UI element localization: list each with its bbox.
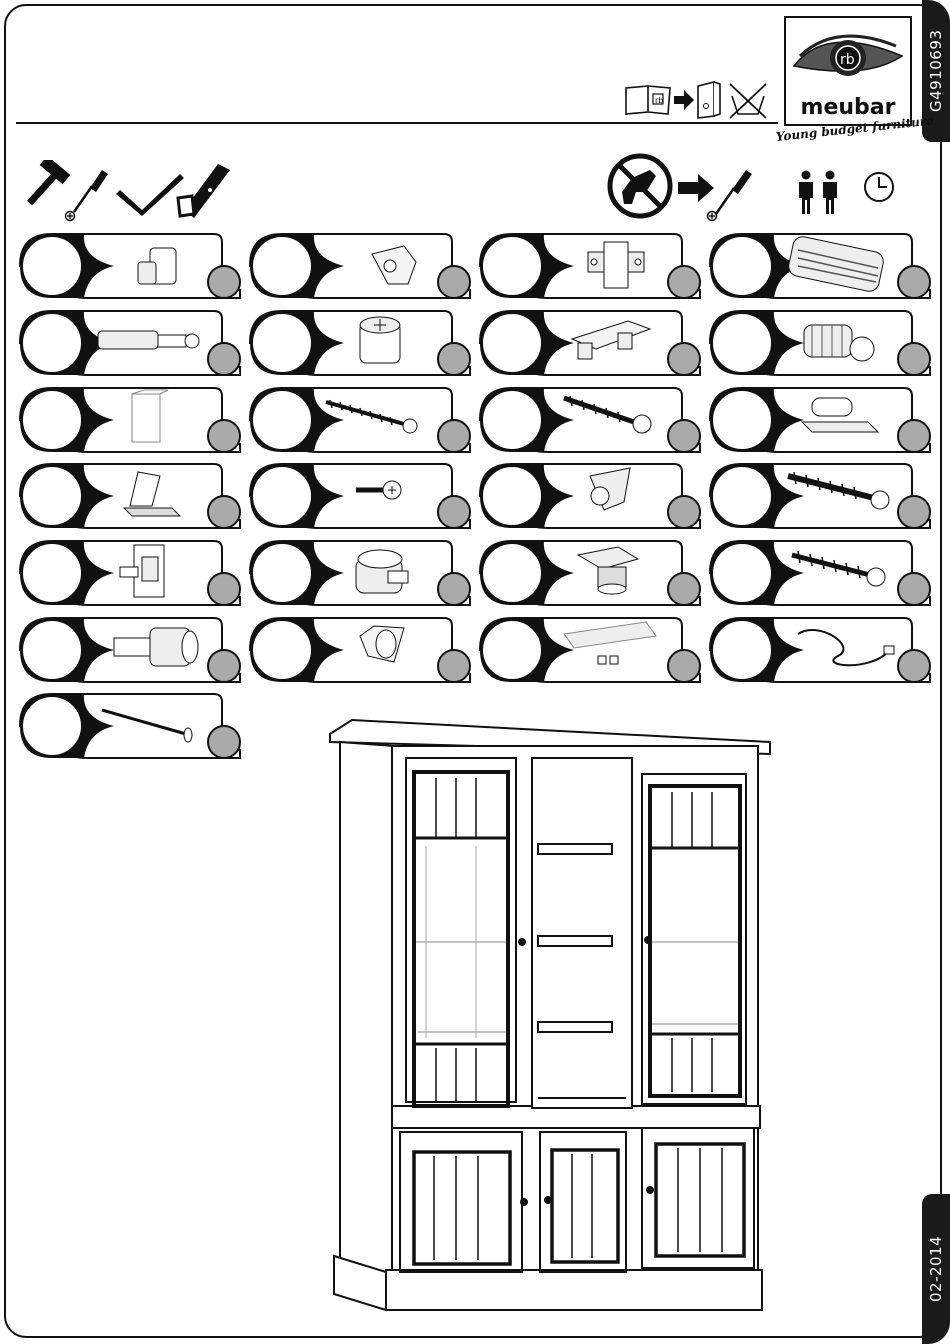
part-card [248,462,472,530]
no-drill-icon [610,156,670,216]
part-card [18,692,242,760]
part-card [18,616,242,684]
part-card [18,462,242,530]
saw-icon [178,164,230,218]
part-card [478,462,702,530]
part-card [248,616,472,684]
required-tools [22,160,242,226]
part-card [478,232,702,300]
part-card [708,386,932,454]
part-card [18,539,242,607]
part-card [478,539,702,607]
part-card [248,309,472,377]
square-ruler-icon [116,174,184,216]
brand-mark: rb [840,52,855,68]
binder-icon [698,82,720,118]
part-card [18,386,242,454]
part-card [708,616,932,684]
brand-logo: rb meubar [784,16,912,126]
part-card [478,386,702,454]
part-card [708,462,932,530]
no-power-tools [606,152,766,226]
part-card [708,232,932,300]
screwdriver-icon [708,170,753,221]
part-card [478,616,702,684]
eye-icon: rb [786,20,910,100]
part-card [708,539,932,607]
part-card [18,309,242,377]
hammer-icon [27,160,70,205]
part-card [708,309,932,377]
part-card [248,539,472,607]
arrow-right-icon [678,174,714,202]
instruction-flow: rb [622,78,772,126]
cam-lock-icon [360,317,400,363]
part-card [478,309,702,377]
no-wash-icon [730,84,766,118]
clock-icon [862,170,896,208]
brand-name: meubar [786,95,910,120]
two-persons-icon [794,170,844,220]
part-card [18,232,242,300]
arrow-right-icon [674,90,694,110]
cam-lock-housing-icon [356,550,408,593]
svg-text:rb: rb [655,96,663,105]
screwdriver-icon [66,170,109,221]
cabinet-illustration [326,712,778,1320]
part-card [248,386,472,454]
part-card [248,232,472,300]
document-date: 02-2014 [922,1200,950,1338]
booklet-icon: rb [626,86,670,114]
